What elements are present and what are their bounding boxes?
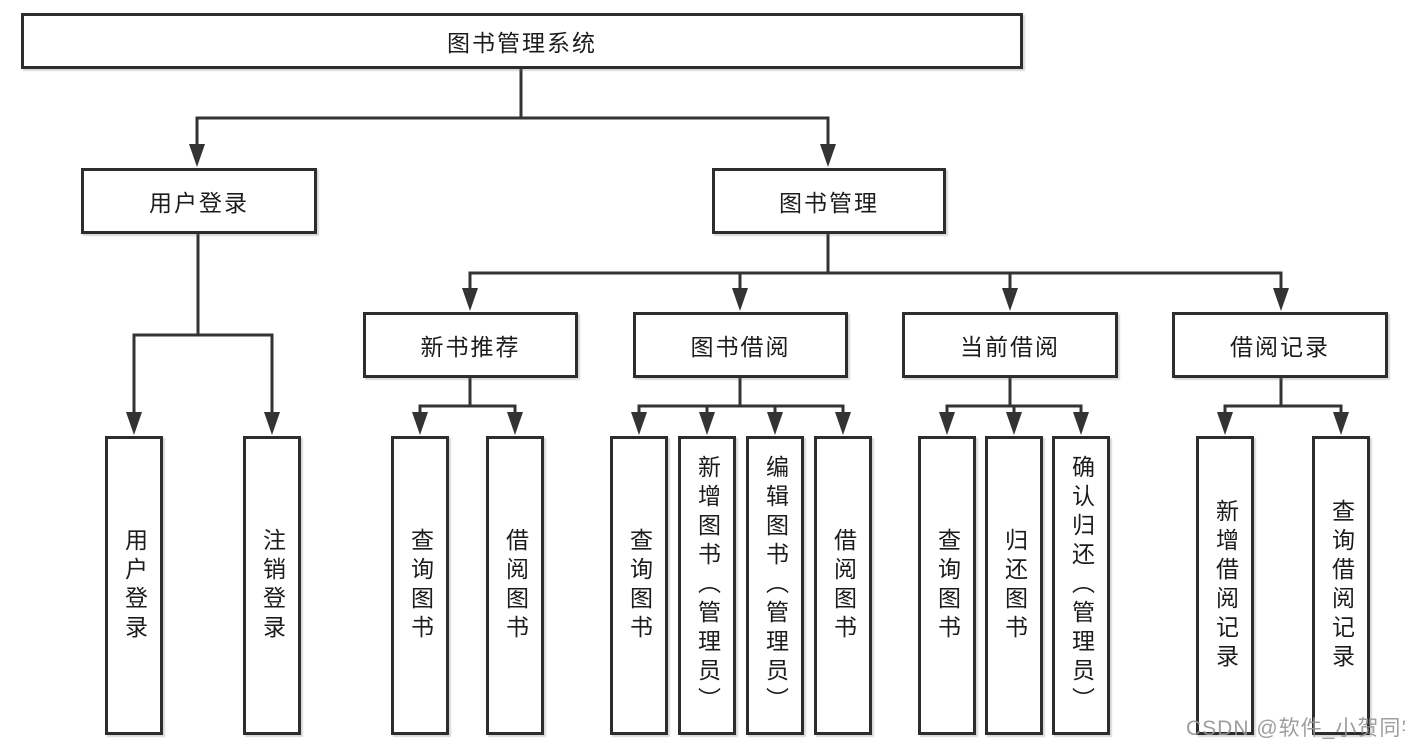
node-book-management: 图书管理 xyxy=(712,168,946,234)
leaf-borrow-books-recommend: 借阅图书 xyxy=(486,436,544,735)
arrowhead xyxy=(1333,412,1349,435)
leaf-logout: 注销登录 xyxy=(243,436,301,735)
node-new-book-recommend: 新书推荐 xyxy=(363,312,578,378)
connector-current-borrowing xyxy=(939,378,1089,435)
leaf-add-borrow-record: 新增借阅记录 xyxy=(1196,436,1254,735)
leaf-query-books-recommend: 查询图书 xyxy=(391,436,449,735)
leaf-label: 新增借阅记录 xyxy=(1212,498,1239,673)
arrowhead xyxy=(835,412,851,435)
leaf-label: 查询借阅记录 xyxy=(1328,498,1355,673)
csdn-watermark: CSDN @软件_小贺同学 xyxy=(1186,717,1405,740)
node-user-login: 用户登录 xyxy=(81,168,317,234)
arrowhead xyxy=(767,412,783,435)
arrowhead xyxy=(462,288,478,311)
arrowhead xyxy=(412,412,428,435)
arrowhead xyxy=(631,412,647,435)
arrowhead xyxy=(264,412,280,435)
arrowhead xyxy=(1006,412,1022,435)
leaf-borrow-books: 借阅图书 xyxy=(814,436,872,735)
leaf-label: 查询图书 xyxy=(934,527,961,644)
leaf-query-borrow-record: 查询借阅记录 xyxy=(1312,436,1370,735)
leaf-label: 借阅图书 xyxy=(830,527,857,644)
arrowhead xyxy=(939,412,955,435)
arrowhead xyxy=(126,412,142,435)
node-root: 图书管理系统 xyxy=(21,13,1023,69)
leaf-label: 注销登录 xyxy=(259,527,286,644)
leaf-return-books: 归还图书 xyxy=(985,436,1043,735)
arrowhead xyxy=(189,144,205,167)
arrowhead xyxy=(1217,412,1233,435)
leaf-query-books-current: 查询图书 xyxy=(918,436,976,735)
leaf-label: 查询图书 xyxy=(407,527,434,644)
connector-new-book-recommend xyxy=(412,378,523,435)
leaf-label: 查询图书 xyxy=(626,527,653,644)
connector-user-login xyxy=(126,234,280,435)
node-book-borrowing: 图书借阅 xyxy=(633,312,848,378)
arrowhead xyxy=(1073,412,1089,435)
leaf-add-book-admin: 新增图书（管理员） xyxy=(678,436,736,735)
connector-root xyxy=(189,68,836,167)
arrowhead xyxy=(1273,288,1289,311)
arrowhead xyxy=(732,288,748,311)
node-current-borrowing: 当前借阅 xyxy=(902,312,1118,378)
leaf-confirm-return-admin: 确认归还（管理员） xyxy=(1052,436,1110,735)
leaf-label: 用户登录 xyxy=(121,527,148,644)
leaf-label: 新增图书（管理员） xyxy=(694,455,721,716)
connector-book-borrowing xyxy=(631,378,851,435)
leaf-label: 借阅图书 xyxy=(502,527,529,644)
leaf-user-login: 用户登录 xyxy=(105,436,163,735)
leaf-query-books-borrowing: 查询图书 xyxy=(610,436,668,735)
leaf-label: 编辑图书（管理员） xyxy=(762,455,789,716)
connector-borrowing-records xyxy=(1217,378,1349,435)
arrowhead xyxy=(507,412,523,435)
leaf-label: 确认归还（管理员） xyxy=(1068,455,1095,716)
arrowhead xyxy=(1002,288,1018,311)
leaf-edit-book-admin: 编辑图书（管理员） xyxy=(746,436,804,735)
node-borrowing-records: 借阅记录 xyxy=(1172,312,1388,378)
arrowhead xyxy=(820,144,836,167)
arrowhead xyxy=(699,412,715,435)
connector-book-management xyxy=(462,234,1289,311)
leaf-label: 归还图书 xyxy=(1001,527,1028,644)
